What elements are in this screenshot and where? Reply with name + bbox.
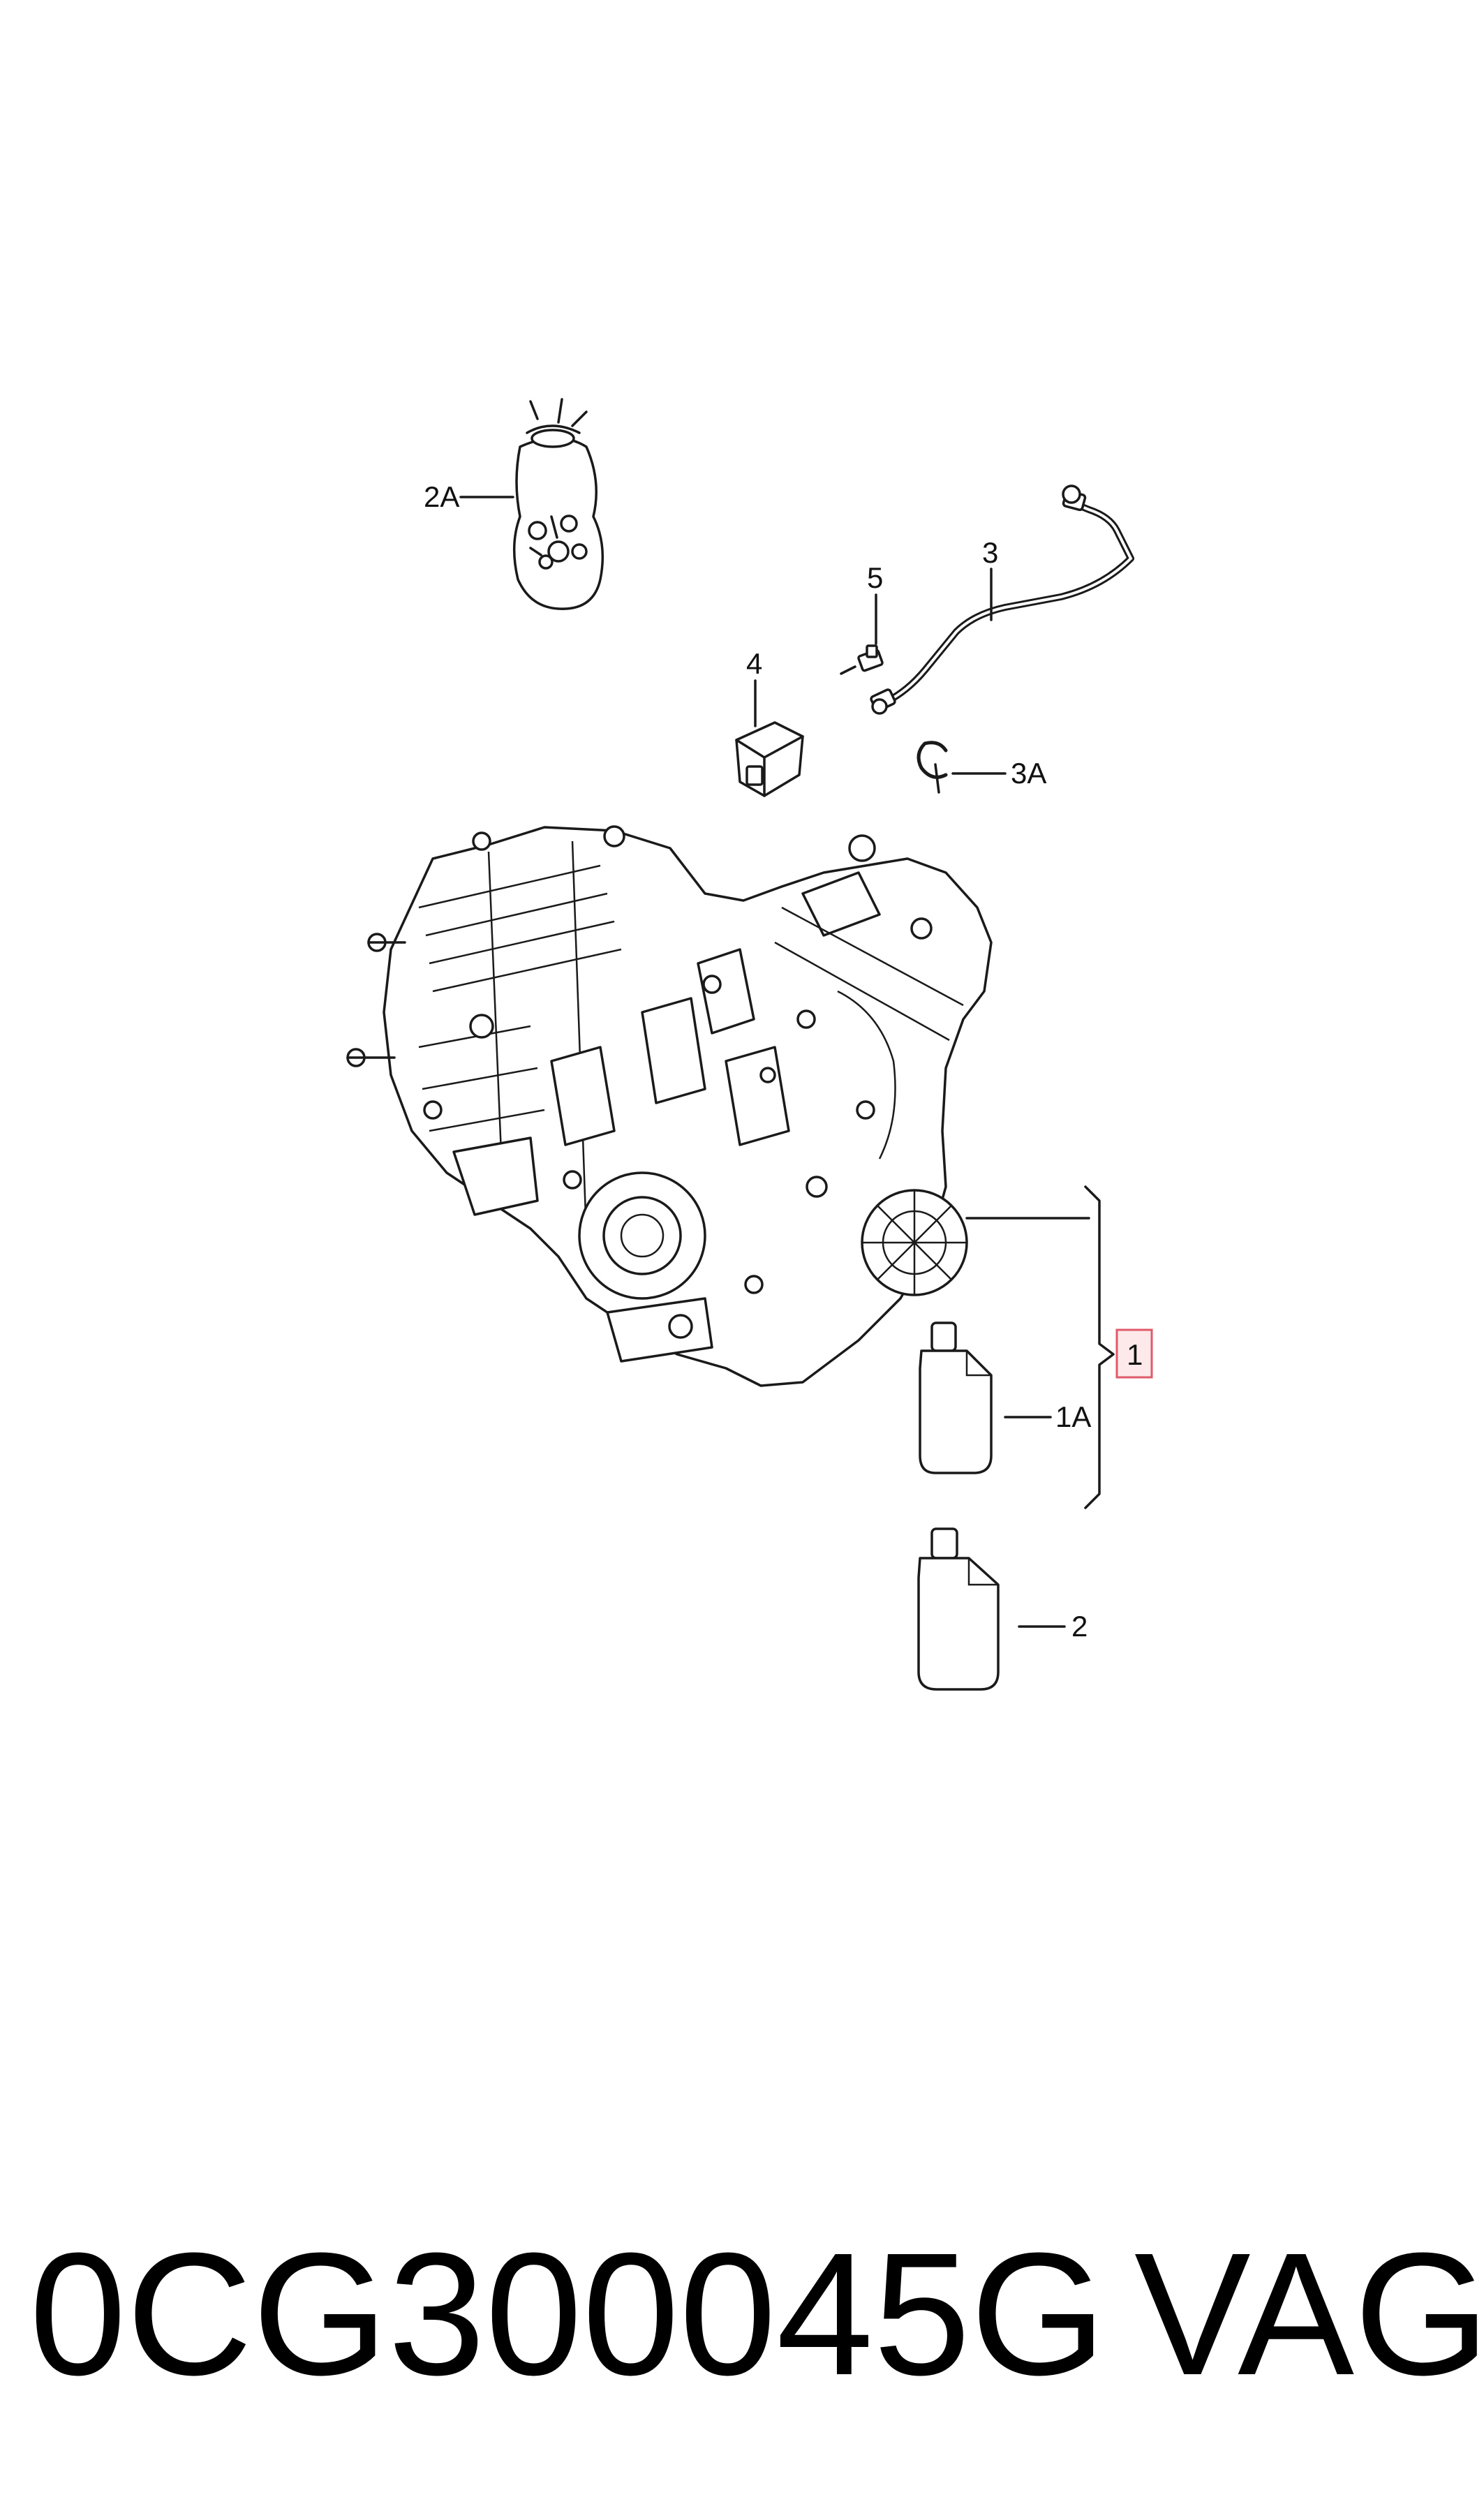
bolt-5 (840, 644, 884, 675)
sensor-4 (735, 721, 804, 797)
callout-5: 5 (867, 561, 883, 594)
transmission-assembly (346, 825, 993, 1387)
callout-1: 1 (1127, 1338, 1143, 1371)
parts-bag-2a (512, 398, 604, 610)
callout-1-highlight (1115, 1328, 1153, 1379)
callout-3: 3 (982, 536, 998, 569)
oil-bottle-2 (917, 1527, 1000, 1691)
callout-2a: 2A (424, 480, 459, 513)
part-number: 0CG300045G (29, 2216, 1106, 2411)
oil-pipe-3 (870, 484, 1134, 715)
clip-3a (917, 741, 948, 794)
callout-2: 2 (1071, 1610, 1088, 1643)
callout-1a: 1A (1055, 1400, 1091, 1433)
oil-bottle-1a (919, 1321, 993, 1474)
brand-name: VAG (1134, 2216, 1484, 2411)
callout-3a: 3A (1011, 757, 1046, 790)
callout-4: 4 (746, 647, 762, 680)
